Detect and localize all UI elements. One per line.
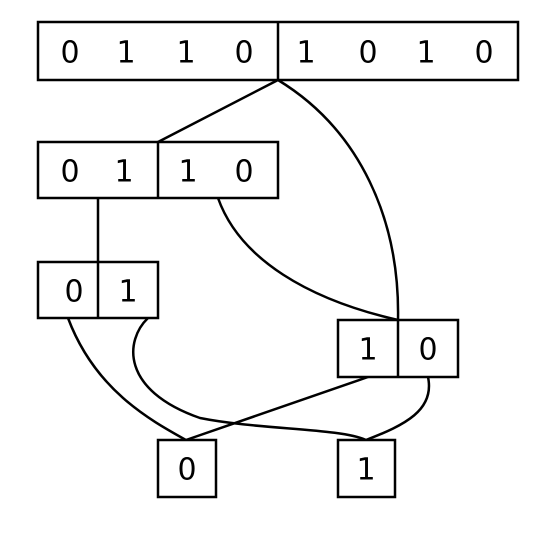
node-root: 0 1 1 0 1 0 1 0: [36, 20, 520, 82]
node-level2-left: 0 1: [36, 260, 160, 320]
edge-root-to-level2-right: [276, 78, 400, 322]
node-root-digit-3: 1: [176, 36, 195, 71]
node-root-digit-5: 1: [296, 36, 315, 71]
node-level1-left: 0 1 1 0: [36, 140, 280, 200]
node-root-digit-7: 1: [416, 36, 435, 71]
edge-level2-right-one-to-leaf-zero: [184, 375, 370, 442]
node-level1-left-digit-3: 1: [178, 155, 197, 190]
node-level2-left-digit-2: 1: [118, 275, 137, 310]
node-leaf-zero-digit: 0: [177, 453, 196, 488]
node-root-digit-1: 0: [60, 36, 79, 71]
node-leaf-zero-box: [156, 438, 218, 499]
edge-root-to-level1-left: [156, 78, 280, 144]
edge-level1-right-to-level2-right: [216, 196, 400, 322]
edge-level2-left-one-to-leaf-one: [132, 316, 368, 442]
node-level2-right: 1 0: [336, 318, 460, 379]
node-root-digit-4: 0: [234, 36, 253, 71]
node-level2-right-digit-1: 1: [358, 333, 377, 368]
node-root-digit-6: 0: [358, 36, 377, 71]
node-leaf-one: 1: [336, 438, 397, 499]
node-root-digit-2: 1: [116, 36, 135, 71]
node-level2-right-digit-2: 0: [418, 333, 437, 368]
node-level2-left-digit-1: 0: [64, 275, 83, 310]
node-leaf-one-box: [336, 438, 397, 499]
node-level1-left-digit-1: 0: [60, 155, 79, 190]
edges: [66, 78, 431, 442]
node-leaf-zero: 0: [156, 438, 218, 499]
node-root-digit-8: 0: [474, 36, 493, 71]
edge-level2-right-zero-to-leaf-one: [364, 375, 431, 442]
node-leaf-one-digit: 1: [356, 453, 375, 488]
node-level1-left-digit-2: 1: [114, 155, 133, 190]
edge-level2-left-zero-to-leaf-zero: [66, 316, 188, 442]
node-level1-left-digit-4: 0: [234, 155, 253, 190]
